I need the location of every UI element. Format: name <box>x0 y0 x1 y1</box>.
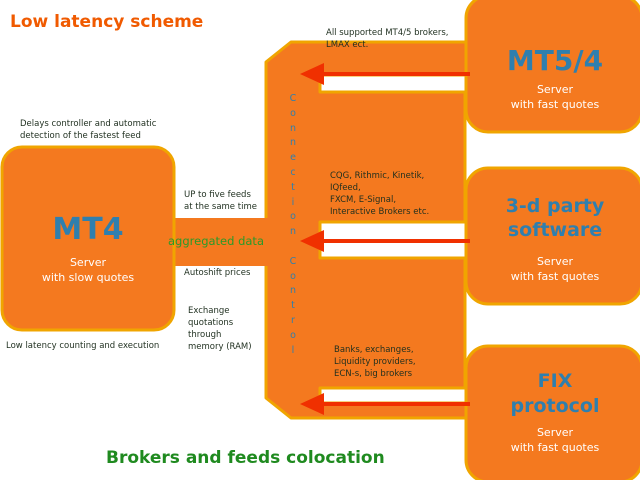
note-exchange-3: through <box>188 330 222 340</box>
note-up-to-five-1: UP to five feeds <box>184 190 251 200</box>
note-exchange-4: memory (RAM) <box>188 342 252 352</box>
diagram-footer: Brokers and feeds colocation <box>106 448 385 468</box>
note-delays-1: Delays controller and automatic <box>20 119 157 129</box>
note-exchange-1: Exchange <box>188 306 230 316</box>
server-box-fix <box>464 344 640 480</box>
server-fix-title-1: FIX <box>537 370 573 392</box>
note-autoshift: Autoshift prices <box>184 268 251 278</box>
server-fix-title-2: protocol <box>510 395 600 417</box>
arrow-3d-party <box>300 230 470 252</box>
channel-letter: c <box>290 166 296 178</box>
note-cqg-2: IQfeed, <box>330 183 361 193</box>
mt4-box <box>0 145 176 332</box>
server-fix-sub2: with fast quotes <box>510 441 600 454</box>
channel-letter: o <box>290 107 296 119</box>
note-banks-3: ECN-s, big brokers <box>334 369 413 379</box>
server-mt54-sub2: with fast quotes <box>510 98 600 111</box>
note-mt-brokers-2: LMAX ect. <box>326 40 369 50</box>
channel-letter: e <box>290 152 296 164</box>
server-mt54-title: MT5/4 <box>506 44 604 77</box>
channel-letter: l <box>291 344 295 356</box>
mt4-sub2: with slow quotes <box>41 271 135 284</box>
mt4-title: MT4 <box>52 212 124 247</box>
note-banks-1: Banks, exchanges, <box>334 345 414 355</box>
channel-letter: n <box>289 122 297 134</box>
channel-letter: i <box>291 196 295 208</box>
server-box-3d-party <box>464 166 640 306</box>
channel-letter: C <box>289 93 297 104</box>
arrow-mt54 <box>300 63 470 85</box>
diagram-title: Low latency scheme <box>10 12 204 32</box>
channel-letter: o <box>290 270 296 282</box>
note-cqg-3: FXCM, E-Signal, <box>330 195 397 205</box>
channel-letter: C <box>289 255 297 267</box>
mt4-sub1: Server <box>69 256 107 269</box>
channel-letter: o <box>290 329 296 341</box>
note-banks-2: Liquidity providers, <box>334 357 416 367</box>
channel-letter: t <box>291 181 295 193</box>
channel-letter: r <box>291 314 295 326</box>
channel-letter: t <box>291 300 295 312</box>
server-fix-sub1: Server <box>536 426 574 439</box>
arrow-fix <box>300 393 470 415</box>
server-3d-title-1: 3-d party <box>505 195 605 217</box>
channel-letter: n <box>289 226 297 238</box>
server-3d-sub2: with fast quotes <box>510 270 600 283</box>
server-3d-sub1: Server <box>536 255 574 268</box>
channel-letter <box>287 240 299 255</box>
channel-letter: n <box>289 285 297 297</box>
server-3d-title-2: software <box>507 219 603 241</box>
note-up-to-five-2: at the same time <box>184 202 257 212</box>
server-mt54-sub1: Server <box>536 83 574 96</box>
note-low-latency: Low latency counting and execution <box>6 341 160 351</box>
channel-letter: n <box>289 137 297 149</box>
note-cqg-1: CQG, Rithmic, Kinetik, <box>330 171 425 181</box>
note-cqg-4: Interactive Brokers etc. <box>330 207 430 217</box>
channel-letter: o <box>290 211 296 223</box>
note-aggregated-data: aggregated data <box>168 234 264 248</box>
note-delays-2: detection of the fastest feed <box>20 131 141 141</box>
note-mt-brokers-1: All supported MT4/5 brokers, <box>326 28 449 38</box>
note-exchange-2: quotations <box>188 318 234 328</box>
server-box-mt54 <box>464 0 640 134</box>
